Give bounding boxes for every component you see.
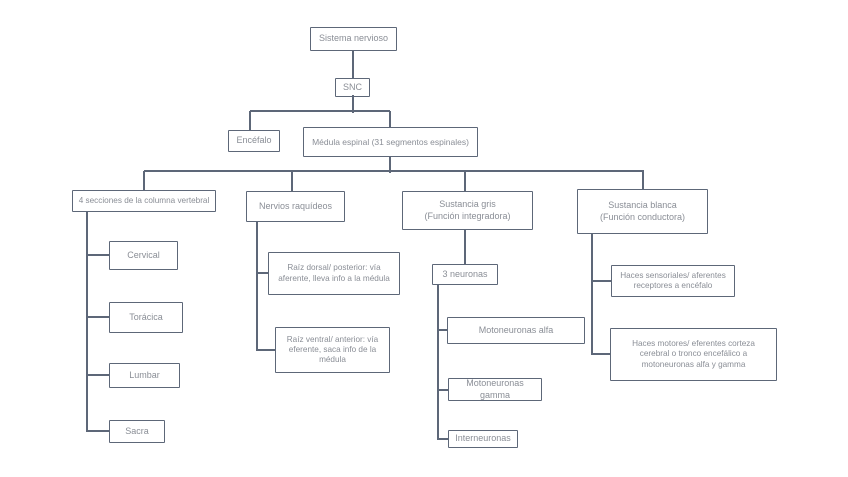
node-toracica: Torácica — [109, 302, 183, 333]
node-sacra: Sacra — [109, 420, 165, 443]
connector-line — [352, 95, 354, 113]
node-sustancia-gris: Sustancia gris (Función integradora) — [402, 191, 533, 230]
connector-line — [592, 280, 611, 282]
node-encefalo: Encéfalo — [228, 130, 280, 152]
connector-line — [291, 171, 293, 192]
connector-line — [87, 254, 109, 256]
node-raiz-dorsal: Raíz dorsal/ posterior: vía aferente, ll… — [268, 252, 400, 295]
connector-line — [249, 111, 251, 131]
node-haces-sensoriales: Haces sensoriales/ aferentes receptores … — [611, 265, 735, 297]
node-motoneuronas-alfa: Motoneuronas alfa — [447, 317, 585, 344]
node-lumbar: Lumbar — [109, 363, 180, 388]
connector-line — [438, 329, 447, 331]
connector-line — [250, 110, 390, 112]
connector-line — [592, 353, 610, 355]
connector-line — [591, 234, 593, 355]
node-motoneuronas-gamma: Motoneuronas gamma — [448, 378, 542, 401]
connector-line — [143, 171, 145, 191]
connector-line — [257, 272, 268, 274]
connector-line — [464, 230, 466, 265]
connector-line — [87, 374, 109, 376]
node-secciones-columna: 4 secciones de la columna vertebral — [72, 190, 216, 212]
connector-line — [87, 316, 109, 318]
connector-line — [389, 157, 391, 173]
connector-line — [642, 171, 644, 190]
connector-line — [256, 222, 258, 351]
connector-line — [389, 111, 391, 128]
node-sistema-nervioso: Sistema nervioso — [310, 27, 397, 51]
connector-line — [144, 170, 644, 172]
connector-line — [86, 212, 88, 432]
connector-line — [438, 438, 448, 440]
connector-line — [437, 285, 439, 440]
node-medula-espinal: Médula espinal (31 segmentos espinales) — [303, 127, 478, 157]
node-haces-motores: Haces motores/ eferentes corteza cerebra… — [610, 328, 777, 381]
connector-line — [87, 430, 109, 432]
connector-line — [257, 349, 275, 351]
node-cervical: Cervical — [109, 241, 178, 270]
connector-line — [352, 51, 354, 79]
node-raiz-ventral: Raíz ventral/ anterior: vía eferente, sa… — [275, 327, 390, 373]
node-interneuronas: Interneuronas — [448, 430, 518, 448]
connector-line — [464, 171, 466, 192]
node-sustancia-blanca: Sustancia blanca (Función conductora) — [577, 189, 708, 234]
connector-line — [438, 389, 448, 391]
node-tres-neuronas: 3 neuronas — [432, 264, 498, 285]
node-nervios-raquideos: Nervios raquídeos — [246, 191, 345, 222]
